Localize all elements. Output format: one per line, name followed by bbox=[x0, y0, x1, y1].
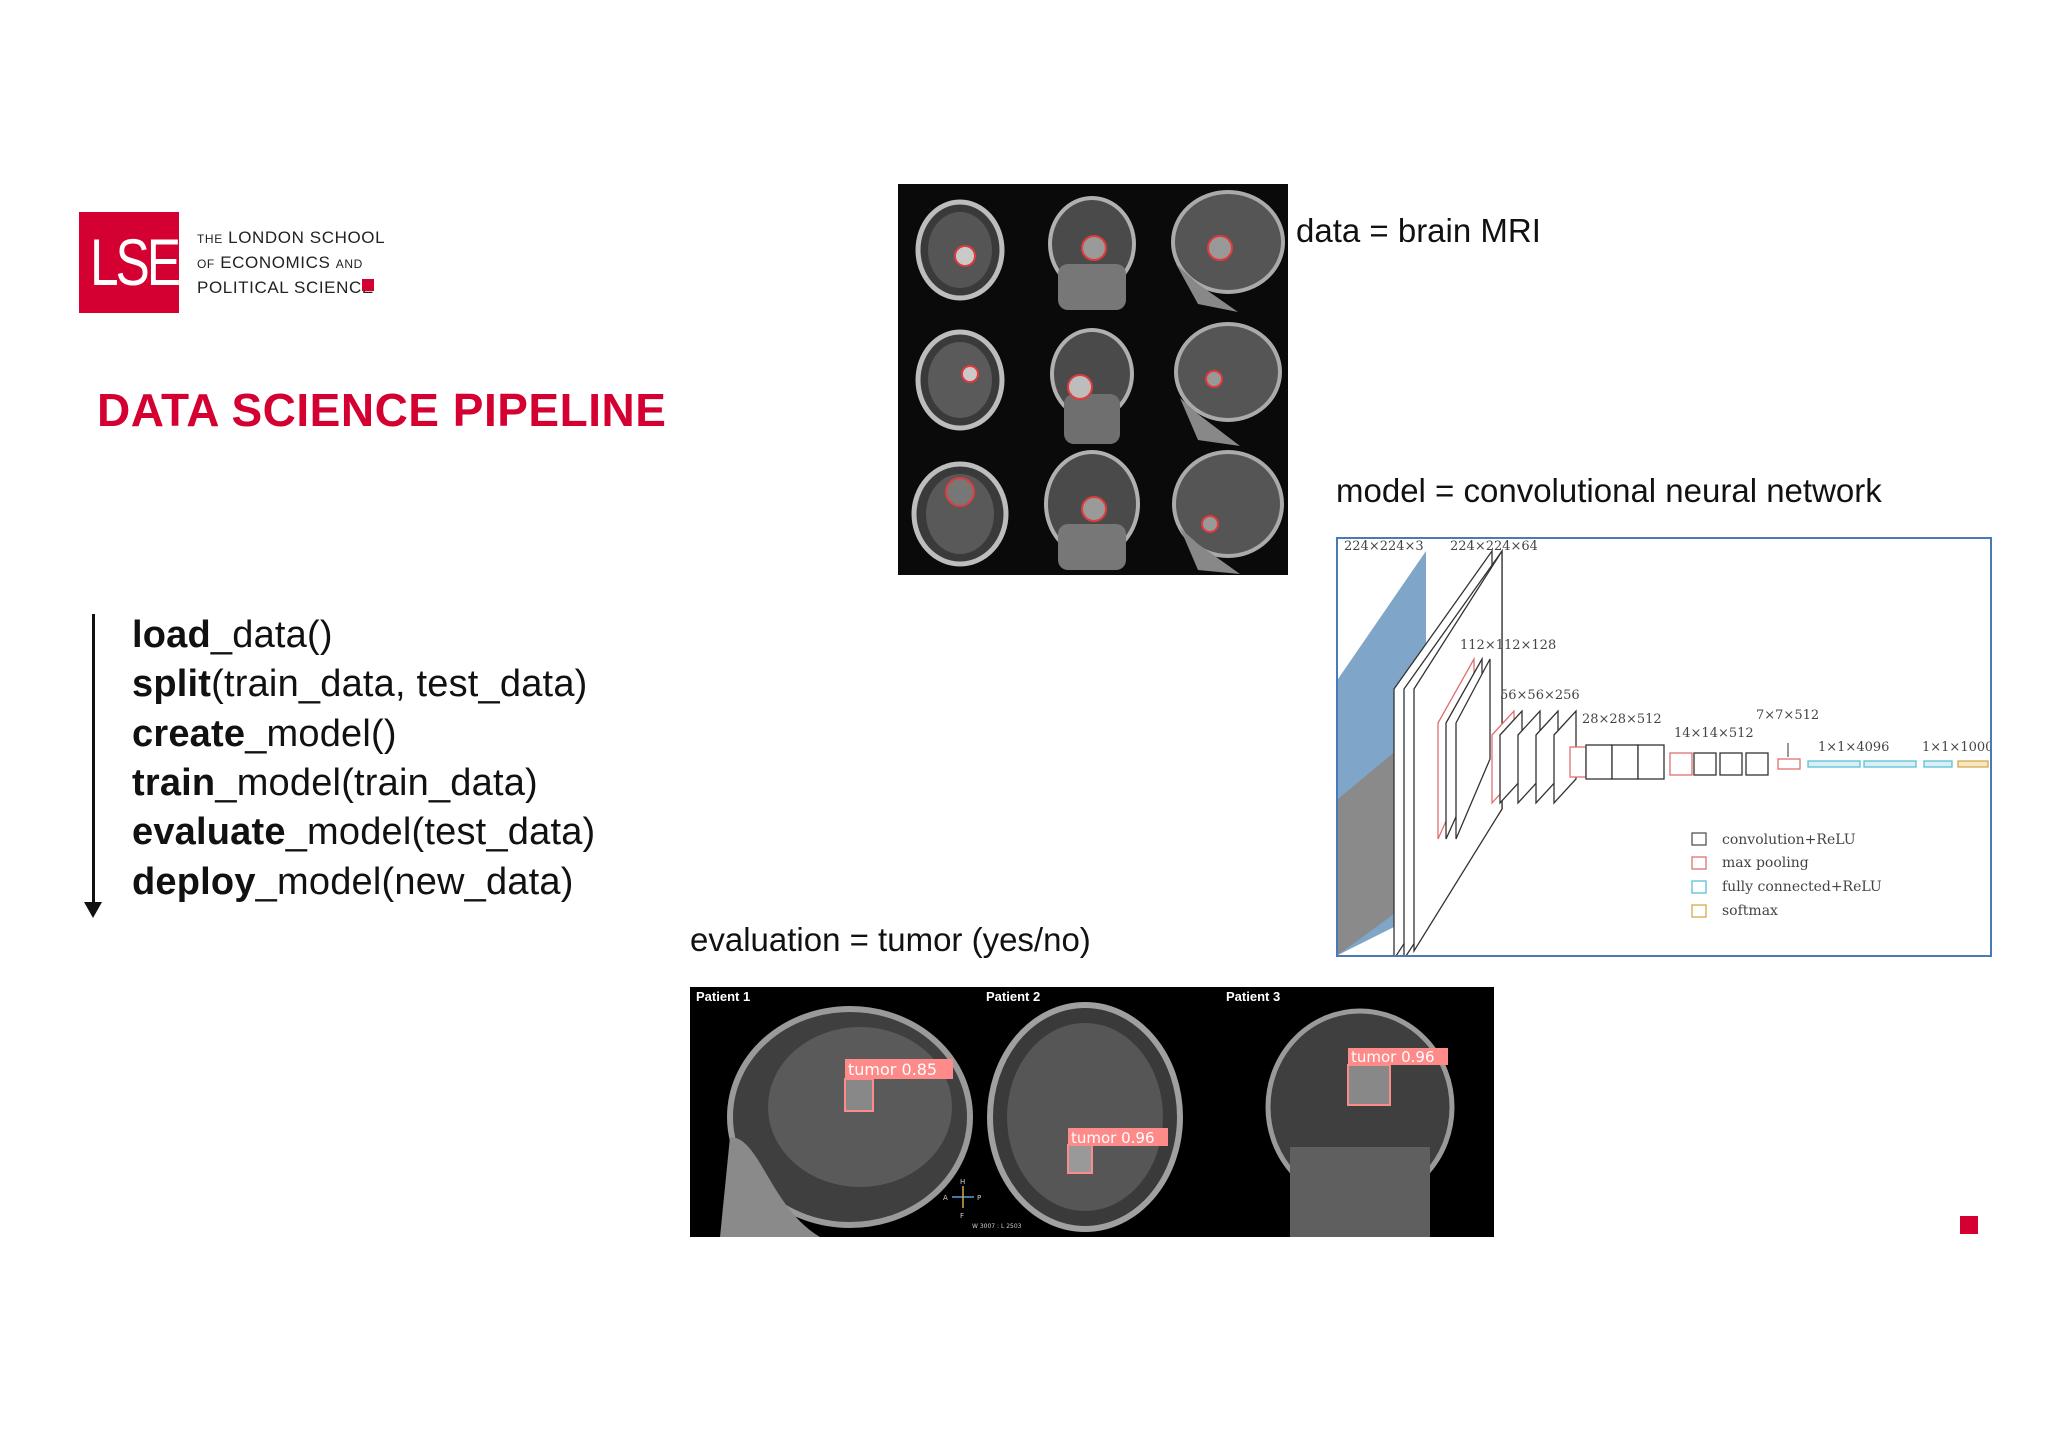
logo-line-3: POLITICAL SCIENCE bbox=[197, 278, 374, 297]
evaluation-caption: evaluation = tumor (yes/no) bbox=[690, 921, 1091, 958]
mri-axial-3 bbox=[911, 461, 1009, 567]
layer-label: 14×14×512 bbox=[1674, 726, 1754, 741]
layer-label: 7×7×512 bbox=[1756, 708, 1819, 723]
mri-sagittal-2 bbox=[1174, 322, 1282, 446]
detection-label: tumor 0.96 bbox=[1351, 1048, 1435, 1066]
layer-label: 112×112×128 bbox=[1460, 638, 1556, 653]
svg-text:H: H bbox=[960, 1178, 965, 1186]
layer-label: 224×224×3 bbox=[1344, 539, 1424, 554]
lse-logo-mark: LSE bbox=[79, 212, 181, 313]
mri-sagittal-1 bbox=[1171, 190, 1285, 312]
mri-coronal-3 bbox=[1044, 450, 1140, 570]
mri-sagittal-3 bbox=[1172, 450, 1284, 574]
legend-item: max pooling bbox=[1722, 855, 1809, 871]
corner-square-icon bbox=[1960, 1216, 1978, 1234]
detection-label: tumor 0.85 bbox=[848, 1060, 937, 1079]
patient-3-scan: tumor 0.96 bbox=[1265, 1008, 1455, 1237]
pipeline-step: load_data() bbox=[132, 614, 333, 656]
scan-info: W 3007 : L 2503 bbox=[972, 1223, 1022, 1230]
layer-label: 1×1×1000 bbox=[1922, 740, 1990, 755]
mri-axial-2 bbox=[915, 329, 1005, 431]
pipeline-step: evaluate_model(test_data) bbox=[132, 811, 596, 853]
orientation-marker-icon: H A P F W 3007 : L 2503 bbox=[943, 1178, 1022, 1230]
model-caption: model = convolutional neural network bbox=[1336, 472, 1882, 509]
layer-label: 224×224×64 bbox=[1450, 539, 1538, 554]
mri-coronal-2 bbox=[1050, 328, 1134, 444]
layer-label: 1×1×4096 bbox=[1818, 740, 1889, 755]
page-title: DATA SCIENCE PIPELINE bbox=[97, 384, 667, 436]
pipeline-arrow bbox=[92, 614, 95, 904]
pipeline-step: deploy_model(new_data) bbox=[132, 861, 574, 903]
legend-item: convolution+ReLU bbox=[1722, 832, 1856, 848]
patient-label: Patient 1 bbox=[696, 989, 750, 1004]
logo-line-2: OF ECONOMICS AND bbox=[197, 253, 363, 272]
svg-text:F: F bbox=[960, 1212, 964, 1220]
tumor-detection-image: tumor 0.85 tumor 0.96 tumor 0.96 Patient… bbox=[690, 987, 1494, 1237]
cnn-architecture-diagram: 224×224×3 224×224×64 112×112×128 56×56×2… bbox=[1336, 537, 1993, 962]
data-caption: data = brain MRI bbox=[1296, 212, 1541, 249]
patient-2-scan: tumor 0.96 bbox=[987, 1002, 1183, 1232]
patient-1-scan: tumor 0.85 bbox=[720, 1006, 973, 1237]
pipeline-step: create_model() bbox=[132, 713, 397, 755]
legend-item: softmax bbox=[1722, 903, 1778, 919]
mri-coronal-1 bbox=[1048, 196, 1136, 310]
logo-square-icon bbox=[362, 279, 374, 291]
arrow-down-icon bbox=[84, 902, 102, 918]
mri-axial-1 bbox=[915, 199, 1005, 301]
svg-text:A: A bbox=[943, 1194, 948, 1202]
patient-label: Patient 2 bbox=[986, 989, 1040, 1004]
pipeline-step: split(train_data, test_data) bbox=[132, 663, 588, 705]
layer-label: 28×28×512 bbox=[1582, 712, 1662, 727]
layer-label: 56×56×256 bbox=[1500, 688, 1580, 703]
legend-item: fully connected+ReLU bbox=[1722, 879, 1882, 895]
logo-mark-text: LSE bbox=[90, 225, 181, 299]
detection-label: tumor 0.96 bbox=[1071, 1129, 1155, 1147]
patient-label: Patient 3 bbox=[1226, 989, 1280, 1004]
logo-line-1: THE LONDON SCHOOL bbox=[197, 228, 386, 247]
brain-mri-grid-image bbox=[898, 184, 1288, 575]
pipeline-step: train_model(train_data) bbox=[132, 762, 538, 804]
svg-text:P: P bbox=[977, 1194, 981, 1202]
